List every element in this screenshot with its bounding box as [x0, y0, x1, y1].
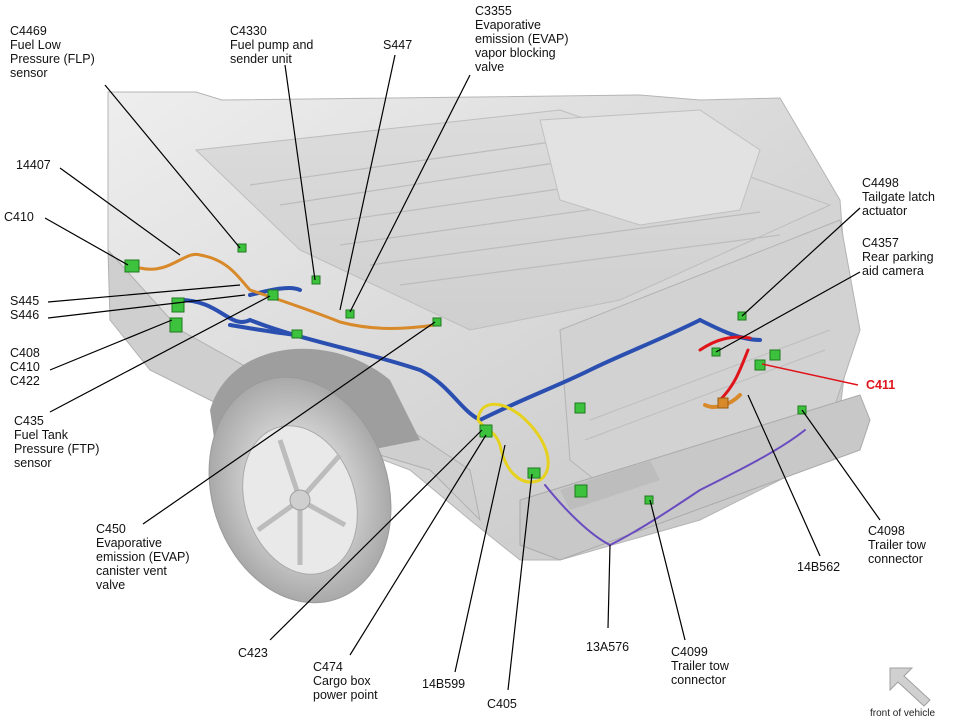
- connector-c408: [171, 297, 185, 313]
- label-13a576: 13A576: [586, 640, 630, 654]
- harness-yellow: [476, 402, 550, 484]
- connector-clip-4: [769, 349, 781, 361]
- label-s445-s446: S445 S446: [10, 294, 40, 322]
- label-c4498: C4498 Tailgate latch actuator: [862, 176, 935, 218]
- connector-c435: [267, 289, 279, 301]
- c411-leader: [761, 363, 859, 386]
- connector-14b562: [717, 397, 729, 409]
- label-c4099: C4099 Trailer tow connector: [671, 645, 729, 687]
- label-c3355: C3355 Evaporative emission (EVAP) vapor …: [475, 4, 569, 74]
- connector-c4099: [644, 495, 654, 505]
- connector-c450: [432, 317, 442, 327]
- harness-blue: [178, 285, 762, 422]
- label-c4330: C4330 Fuel pump and sender unit: [230, 24, 314, 66]
- harness-red: [698, 335, 752, 402]
- label-c423: C423: [238, 646, 268, 660]
- label-c408-c410-c422: C408 C410 C422: [10, 346, 40, 388]
- label-c4098: C4098 Trailer tow connector: [868, 524, 926, 566]
- connector-clip: [291, 329, 303, 339]
- label-c4357: C4357 Rear parking aid camera: [862, 236, 934, 278]
- connector-c422: [169, 317, 183, 333]
- connector-c4469: [237, 243, 247, 253]
- harness-purple: [544, 429, 806, 547]
- label-c450: C450 Evaporative emission (EVAP) caniste…: [96, 522, 190, 592]
- front-direction-arrow-icon: [889, 667, 931, 707]
- connector-c4330: [311, 275, 321, 285]
- label-c474: C474 Cargo box power point: [313, 660, 378, 702]
- label-c435: C435 Fuel Tank Pressure (FTP) sensor: [14, 414, 100, 470]
- label-c405: C405: [487, 697, 517, 711]
- connector-c405: [527, 467, 541, 479]
- connector-c3355: [345, 309, 355, 319]
- label-c4469: C4469 Fuel Low Pressure (FLP) sensor: [10, 24, 95, 80]
- connector-clip-2: [574, 484, 588, 498]
- label-c410: C410: [4, 210, 34, 224]
- label-14407: 14407: [16, 158, 51, 172]
- connector-clip-3: [574, 402, 586, 414]
- connector-c410: [124, 259, 140, 273]
- label-front-of-vehicle: front of vehicle: [870, 708, 936, 719]
- label-c411: C411: [866, 378, 896, 392]
- leader-lines: [44, 54, 881, 691]
- label-14b562: 14B562: [797, 560, 841, 574]
- rear-tire: [208, 376, 392, 604]
- connector-c474: [479, 424, 493, 438]
- label-14b599: 14B599: [422, 677, 466, 691]
- label-s447: S447: [383, 38, 413, 52]
